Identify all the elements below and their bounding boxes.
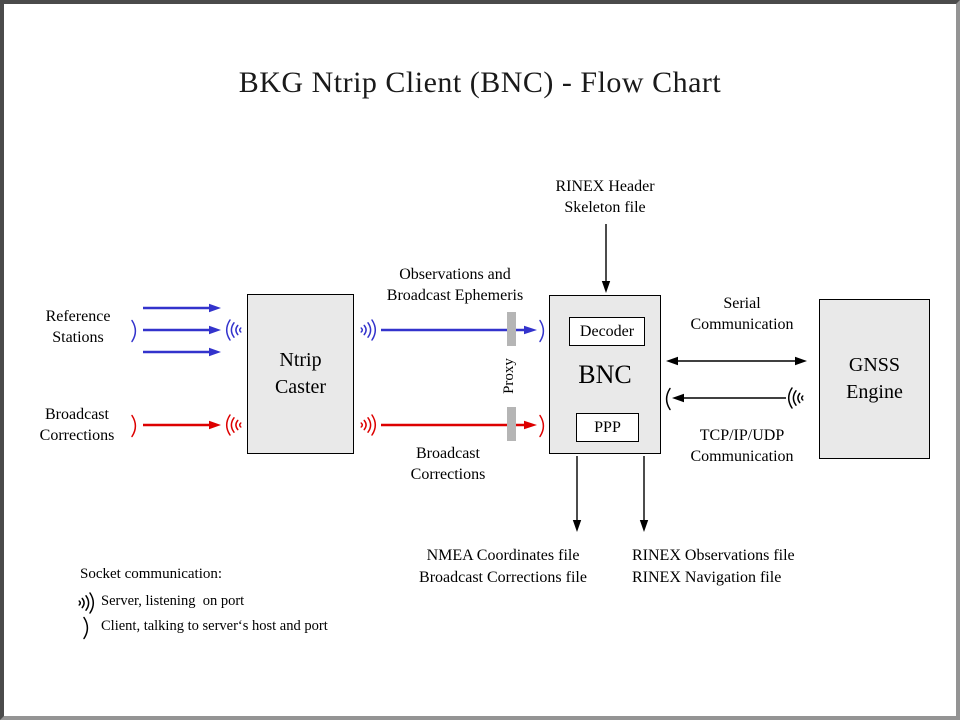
- serial-comm-label: Serial Communication: [690, 295, 794, 333]
- node-ppp: PPP: [576, 413, 639, 442]
- observations-stream-label: Observations and Broadcast Ephemeris: [386, 266, 524, 304]
- serial-comm-arrow: [666, 356, 807, 366]
- proxy-bars: [507, 312, 516, 441]
- corrections-stream-label: Broadcast Corrections: [410, 445, 486, 483]
- nmea-output-label: NMEA Coordinates file Broadcast Correcti…: [419, 547, 587, 586]
- socket-server-icon: [360, 414, 377, 436]
- legend-heading: Socket communication:: [80, 566, 223, 582]
- socket-server-icon: [78, 592, 95, 614]
- corrections-flow-arrows: [143, 420, 537, 430]
- rinex-output-label: RINEX Observations file RINEX Navigation…: [632, 547, 795, 586]
- bnc-label: BNC: [578, 360, 632, 389]
- skeleton-file-arrow: [601, 224, 611, 293]
- socket-client-icon: [539, 319, 545, 343]
- page-title: BKG Ntrip Client (BNC) - Flow Chart: [238, 66, 722, 99]
- socket-server-icon: [787, 387, 804, 409]
- broadcast-corrections-input-label: Broadcast Corrections: [39, 406, 115, 444]
- socket-client-icon: [83, 616, 89, 640]
- node-bnc: Decoder BNC PPP: [549, 295, 661, 454]
- node-gnss-engine: GNSS Engine: [819, 299, 930, 459]
- proxy-label: Proxy: [501, 358, 517, 394]
- rinex-header-label: RINEX Header Skeleton file: [555, 178, 655, 216]
- connector-layer: [78, 224, 807, 640]
- tcp-comm-arrow: [672, 393, 786, 403]
- reference-stations-label: Reference Stations: [45, 308, 111, 346]
- observations-flow-arrows: [143, 303, 537, 357]
- legend-server-item: Server, listening on port: [101, 593, 245, 609]
- socket-client-icon: [665, 387, 671, 411]
- socket-server-icon: [225, 414, 242, 436]
- node-decoder: Decoder: [569, 317, 645, 346]
- socket-server-icon: [360, 319, 377, 341]
- socket-client-icon: [539, 414, 545, 438]
- tcp-comm-label: TCP/IP/UDP Communication: [690, 427, 794, 465]
- socket-server-icon: [225, 319, 242, 341]
- output-file-arrows: [572, 456, 649, 532]
- legend-client-item: Client, talking to server‘s host and por…: [101, 618, 328, 634]
- node-ntrip-caster: Ntrip Caster: [247, 294, 354, 454]
